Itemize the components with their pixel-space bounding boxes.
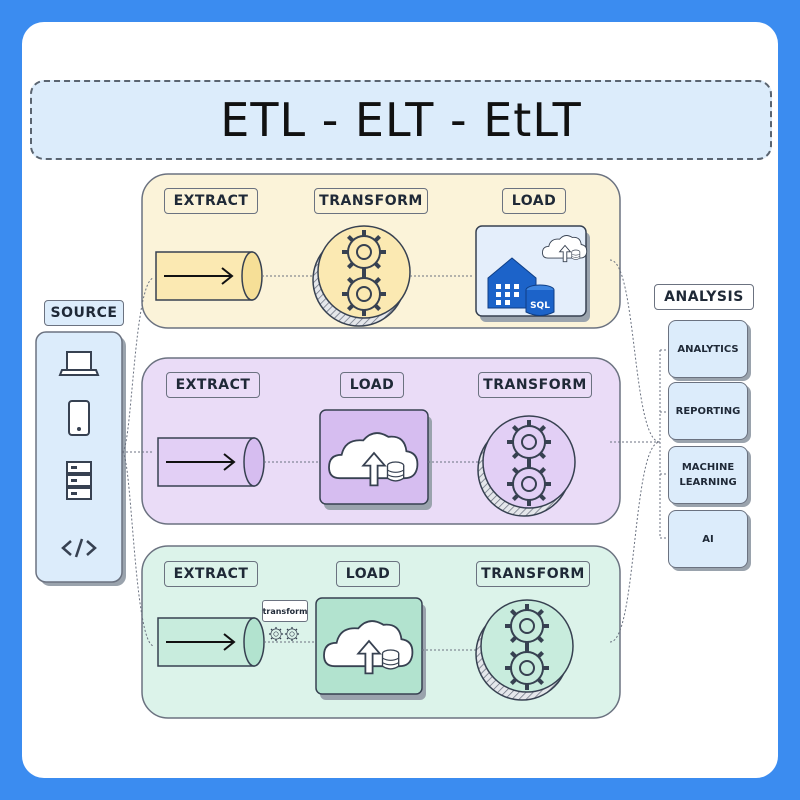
pipeline-diagram: SQL [35, 173, 668, 719]
source-connectors [121, 277, 155, 647]
elt-transform-gears-icon [477, 415, 576, 517]
etl-step-3-label: LOAD [502, 188, 566, 214]
etl-transform-gears-icon [312, 225, 411, 327]
analysis-item-analytics: ANALYTICS [668, 320, 748, 378]
elt-step-3-label: TRANSFORM [478, 372, 592, 398]
diagram-card: ETL - ELT - EtLT [22, 22, 778, 778]
etlt-load-cloud-icon [315, 597, 426, 700]
analysis-item-machine-learning: MACHINE LEARNING [668, 446, 748, 504]
elt-load-cloud-icon [319, 409, 432, 510]
analysis-item-ai: AI [668, 510, 748, 568]
etlt-step-1-label: EXTRACT [164, 561, 258, 587]
page-title: ETL - ELT - EtLT [220, 93, 582, 147]
etlt-transform-gears-icon [475, 599, 574, 701]
elt-extract-cylinder [157, 437, 265, 487]
server-icon [66, 461, 92, 500]
analysis-item-reporting: REPORTING [668, 382, 748, 440]
etlt-step-2-label: LOAD [336, 561, 400, 587]
code-icon [61, 538, 97, 558]
etlt-mini-transform-label: transform [262, 600, 308, 622]
etlt-step-3-label: TRANSFORM [476, 561, 590, 587]
elt-step-1-label: EXTRACT [166, 372, 260, 398]
tablet-icon [68, 400, 90, 436]
analysis-label: ANALYSIS [654, 284, 754, 310]
elt-step-2-label: LOAD [340, 372, 404, 398]
etl-load-warehouse-icon: SQL [475, 225, 590, 322]
source-label: SOURCE [44, 300, 124, 326]
title-banner: ETL - ELT - EtLT [30, 80, 772, 160]
etl-step-1-label: EXTRACT [164, 188, 258, 214]
etl-step-2-label: TRANSFORM [314, 188, 428, 214]
source-panel [35, 331, 123, 583]
etl-extract-cylinder [155, 251, 263, 301]
sql-badge: SQL [530, 301, 550, 311]
analysis-connectors [609, 259, 668, 643]
laptop-icon [58, 351, 100, 376]
etlt-extract-cylinder [157, 617, 265, 667]
